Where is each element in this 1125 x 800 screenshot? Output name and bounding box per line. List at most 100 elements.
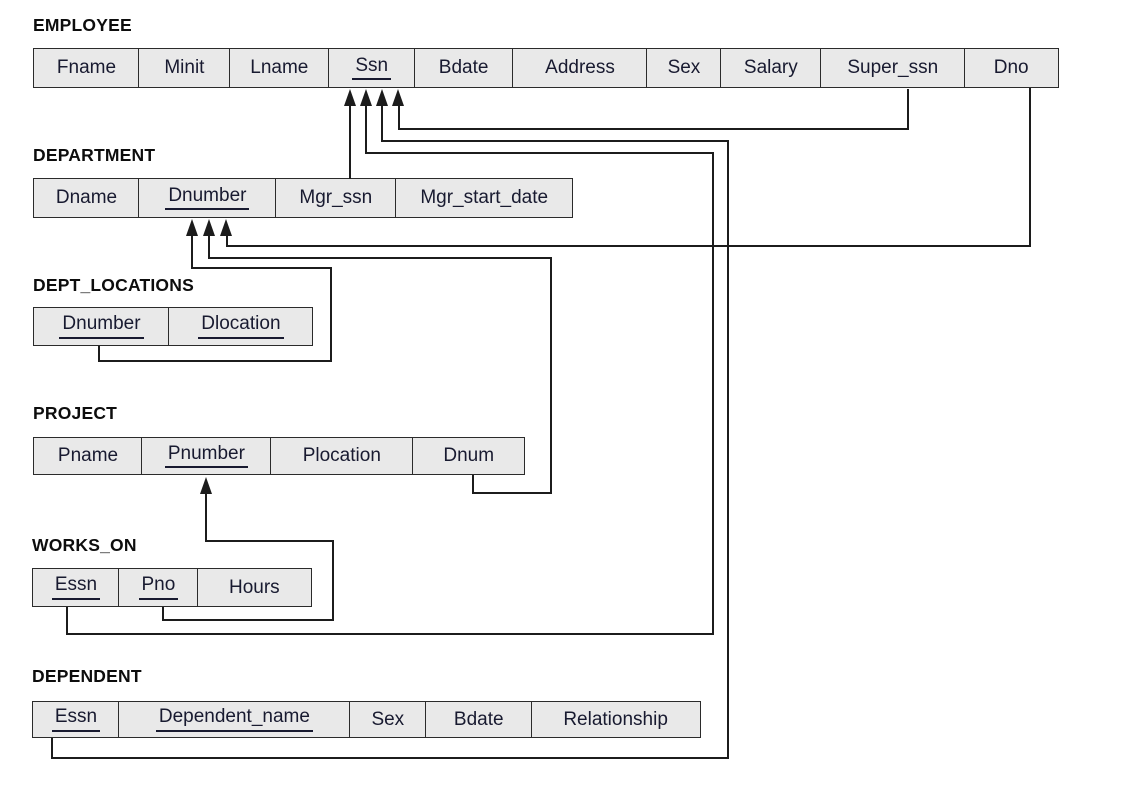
fk-works-on-pno-to-project-pnumber-arrowhead-icon [200,477,212,494]
fk-works-on-pno-to-project-pnumber-line-1 [205,493,207,542]
primary-key-attribute-label: Pnumber [164,443,248,469]
attribute-label: Bdate [438,57,489,79]
attribute-cell-department-mgr-ssn: Mgr_ssn [274,178,397,218]
fk-dependent-essn-to-employee-ssn-line-5 [51,738,53,759]
fk-employee-dno-to-department-dnumber-line-2 [226,245,1031,247]
fk-dept-locations-dnumber-to-department-dnumber-line-4 [98,360,332,362]
attribute-label: Address [545,57,615,79]
attribute-cell-employee-ssn: Ssn [328,48,416,88]
table-row-works-on: Essn Pno Hours [32,568,312,607]
fk-works-on-essn-to-employee-ssn-line-5 [66,607,68,635]
attribute-cell-employee-address: Address [512,48,649,88]
primary-key-attribute-label: Dlocation [198,314,284,339]
table-row-employee: Fname Minit Lname Ssn Bdate Address Sex Salary S… [33,48,1059,88]
attribute-cell-dependent-essn: Essn [32,701,120,738]
attribute-label: Mgr_start_date [420,187,549,209]
attribute-cell-dept-locations-dlocation: Dlocation [168,307,314,346]
fk-dept-locations-dnumber-to-department-dnumber-arrowhead-icon [186,219,198,236]
attribute-label: Pname [57,445,119,467]
fk-works-on-essn-to-employee-ssn-line-3 [712,152,714,635]
fk-dept-locations-dnumber-to-department-dnumber-line-3 [330,267,332,362]
attribute-label: Fname [56,57,117,79]
fk-dept-locations-dnumber-to-department-dnumber-line-2 [191,267,332,269]
attribute-cell-works-on-essn: Essn [32,568,120,607]
attribute-cell-works-on-pno: Pno [118,568,199,607]
attribute-cell-project-pnumber: Pnumber [141,437,272,475]
attribute-label: Dnum [443,445,495,467]
attribute-label: Salary [743,57,798,79]
primary-key-attribute-label: Dnumber [165,185,250,211]
fk-dependent-essn-to-employee-ssn-line-2 [381,140,729,142]
fk-dependent-essn-to-employee-ssn-line-3 [727,140,729,759]
attribute-cell-employee-fname: Fname [33,48,140,88]
fk-project-dnum-to-department-dnumber-line-4 [472,492,552,494]
fk-works-on-pno-to-project-pnumber-line-3 [332,540,334,621]
attribute-cell-employee-salary: Salary [719,48,822,88]
attribute-label: Sex [371,708,405,730]
attribute-label: Plocation [302,445,381,467]
attribute-label: Mgr_ssn [299,187,373,209]
fk-works-on-pno-to-project-pnumber-line-2 [205,540,334,542]
fk-works-on-essn-to-employee-ssn-arrowhead-icon [360,89,372,106]
attribute-cell-employee-bdate: Bdate [413,48,514,88]
attribute-cell-project-dnum: Dnum [412,437,526,475]
fk-project-dnum-to-department-dnumber-arrowhead-icon [203,219,215,236]
attribute-label: Minit [164,57,205,79]
fk-employee-dno-to-department-dnumber-line-1 [1029,88,1031,247]
fk-project-dnum-to-department-dnumber-line-1 [208,236,210,259]
fk-dependent-essn-to-employee-ssn-line-1 [381,104,383,142]
table-title-works-on: WORKS_ON [32,535,137,555]
fk-works-on-essn-to-employee-ssn-line-4 [66,633,714,635]
primary-key-attribute-label: Essn [51,575,101,600]
primary-key-attribute-label: Pno [138,575,179,600]
fk-dependent-essn-to-employee-ssn-line-4 [51,757,729,759]
fk-department-mgr-ssn-to-employee-ssn-line-1 [349,104,351,179]
primary-key-attribute-label: Dnumber [59,314,144,339]
attribute-cell-dependent-bdate: Bdate [425,701,533,738]
attribute-cell-project-pname: Pname [33,437,143,475]
fk-works-on-essn-to-employee-ssn-line-1 [365,104,367,154]
attribute-label: Lname [250,57,309,79]
fk-works-on-essn-to-employee-ssn-line-2 [365,152,714,154]
fk-dept-locations-dnumber-to-department-dnumber-line-5 [98,346,100,362]
fk-project-dnum-to-department-dnumber-line-3 [550,257,552,494]
table-row-project: Pname Pnumber Plocation Dnum [33,437,526,475]
attribute-cell-employee-dno: Dno [963,48,1059,88]
fk-employee-dno-to-department-dnumber-arrowhead-icon [220,219,232,236]
attribute-cell-department-mgr-start-date: Mgr_start_date [395,178,574,218]
table-title-employee: EMPLOYEE [33,15,132,35]
primary-key-attribute-label: Dependent_name [155,707,313,732]
attribute-cell-dependent-relationship: Relationship [530,701,701,738]
attribute-cell-dependent-dependent-name: Dependent_name [118,701,351,738]
table-title-project: PROJECT [33,403,118,423]
attribute-label: Super_ssn [847,57,939,79]
table-row-dept-locations: Dnumber Dlocation [33,307,314,346]
table-row-dependent: Essn Dependent_name Sex Bdate Relationship [32,701,701,738]
attribute-cell-works-on-hours: Hours [196,568,312,607]
attribute-cell-project-plocation: Plocation [269,437,414,475]
table-title-dept-locations: DEPT_LOCATIONS [33,275,194,295]
table-row-department: Dname Dnumber Mgr_ssn Mgr_start_date [33,178,574,218]
attribute-cell-employee-sex: Sex [646,48,722,88]
fk-project-dnum-to-department-dnumber-line-5 [472,475,474,494]
attribute-cell-department-dnumber: Dnumber [138,178,277,218]
fk-employee-super-ssn-to-employee-ssn-line-3 [398,104,400,130]
attribute-cell-department-dname: Dname [33,178,140,218]
attribute-cell-employee-super-ssn: Super_ssn [820,48,966,88]
fk-dept-locations-dnumber-to-department-dnumber-line-1 [191,236,193,269]
attribute-cell-employee-lname: Lname [228,48,330,88]
fk-employee-dno-to-department-dnumber-line-3 [226,236,228,247]
attribute-cell-employee-minit: Minit [138,48,231,88]
fk-works-on-pno-to-project-pnumber-line-4 [162,619,334,621]
attribute-label: Bdate [453,708,504,730]
fk-dependent-essn-to-employee-ssn-arrowhead-icon [376,89,388,106]
fk-employee-super-ssn-to-employee-ssn-line-2 [398,128,909,130]
attribute-cell-dept-locations-dnumber: Dnumber [33,307,170,346]
table-title-dependent: DEPENDENT [32,666,142,686]
fk-works-on-pno-to-project-pnumber-line-5 [162,607,164,621]
attribute-label: Relationship [563,708,668,730]
primary-key-attribute-label: Essn [51,707,101,732]
attribute-label: Hours [228,576,280,598]
fk-employee-super-ssn-to-employee-ssn-arrowhead-icon [392,89,404,106]
